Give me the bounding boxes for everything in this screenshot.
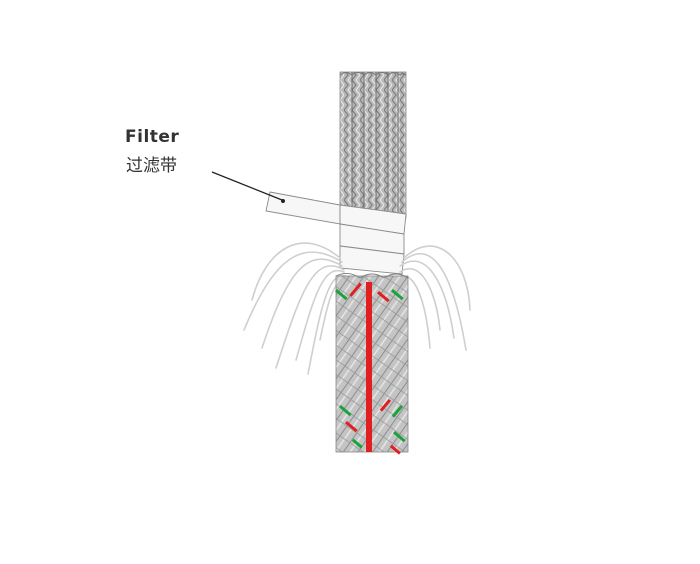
shielding-wires — [243, 242, 471, 375]
filter-label-chinese: 过滤带 — [126, 156, 177, 176]
red-tracer-line — [344, 282, 401, 455]
green-markers — [334, 288, 406, 449]
braided-sleeve-upper — [339, 71, 407, 219]
filter-label-english: Filter — [125, 127, 180, 147]
filter-callout — [211, 171, 285, 203]
